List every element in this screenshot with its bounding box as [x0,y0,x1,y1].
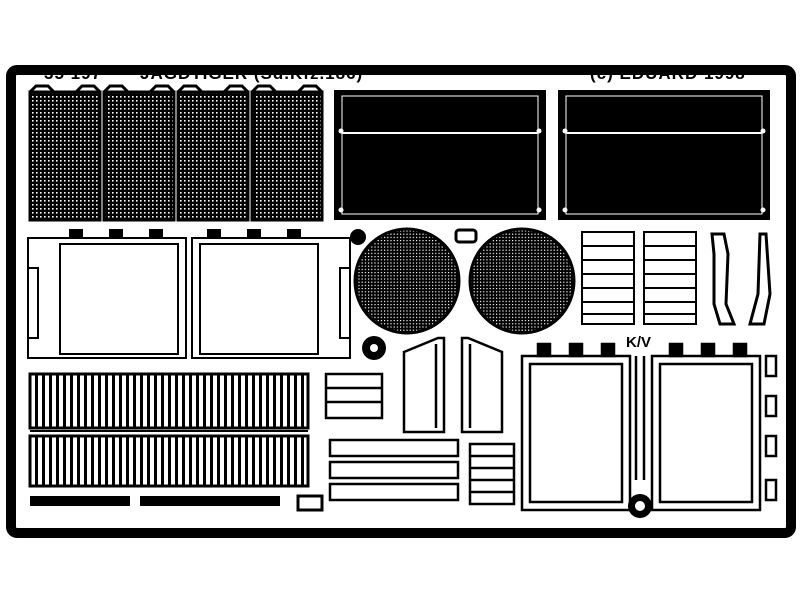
model-title: JAGDTIGER (Sd.Kfz.186) [140,64,364,83]
fender-panels [27,229,351,359]
bracket-sets [324,372,516,506]
small-parts-top [350,228,478,360]
ribbed-track-guards [28,372,310,488]
catalog-number: 35 197 [44,64,102,83]
storage-boxes [520,342,762,512]
tow-clamps [710,232,772,326]
fret-frame [6,65,796,538]
kv-label: K/V [626,334,652,351]
hatch-doors [402,336,504,434]
large-side-panels [334,90,770,220]
louver-plates [581,231,697,325]
small-parts-right [764,354,778,502]
small-links-row [30,494,324,512]
copyright-notice: (c) EDUARD 1998 [590,64,746,83]
engine-grille-screens [28,84,324,222]
round-fan-screens [353,227,576,335]
